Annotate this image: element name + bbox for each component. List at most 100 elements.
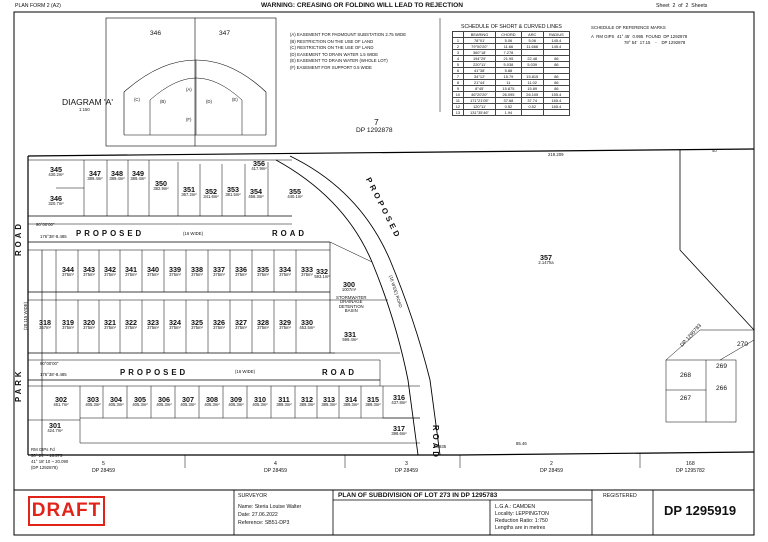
lot-area: 375m² bbox=[104, 325, 116, 331]
diagram-label-f: (F) bbox=[186, 117, 192, 122]
lot-number: 342 bbox=[104, 265, 116, 274]
road-1-road: ROAD bbox=[272, 229, 307, 238]
schedule-title: SCHEDULE OF SHORT & CURVED LINES bbox=[461, 24, 562, 30]
road-left-label: ROAD bbox=[14, 221, 23, 256]
diagram-label-b: (B) bbox=[160, 99, 166, 104]
schedule-cell bbox=[520, 109, 544, 116]
lot-number: 343 bbox=[83, 265, 95, 274]
adjoining-lot-dp: DP 1295782 bbox=[676, 468, 705, 475]
lot-number: 305 bbox=[134, 395, 146, 404]
rm-note-1: RM GIPs Fd bbox=[31, 447, 55, 452]
east-lot-line-diag bbox=[679, 249, 755, 331]
lot-number: 349 bbox=[132, 169, 144, 178]
lot-number: 312 bbox=[301, 395, 313, 404]
adjoining-lot-number: 4 bbox=[274, 461, 277, 467]
adjoining-lot-dp: DP 28459 bbox=[395, 468, 418, 475]
bearing-road-1: 90°00'00" bbox=[36, 222, 55, 227]
lot-area: 375m² bbox=[257, 325, 269, 331]
reference-mark-row-1: A RM GIPS 41° 45' 0.995 FOUND DP 1292878 bbox=[591, 34, 688, 39]
lot-number: 339 bbox=[169, 265, 181, 274]
adjoining-lot-dp: DP 28459 bbox=[264, 468, 287, 475]
bottom-boundary-line-east bbox=[459, 451, 755, 456]
lot-number: 328 bbox=[257, 318, 269, 327]
lot-number: 314 bbox=[345, 395, 357, 404]
lot-number: 340 bbox=[147, 265, 159, 274]
lot-area: 405.3m² bbox=[228, 402, 244, 408]
surveyor-name: Name: Steria Louise Walter bbox=[238, 504, 302, 510]
lot-number: 344 bbox=[62, 265, 74, 274]
bearing-road-2b: 176°38'-8.485 bbox=[40, 372, 67, 377]
lot-area: 320.7m² bbox=[48, 201, 64, 207]
lot-270: 270 bbox=[737, 341, 749, 348]
lot-area: 375m² bbox=[301, 272, 313, 278]
easement-notes: (A) EASEMENT FOR PADMOUNT SUBSTATION 2.7… bbox=[290, 32, 407, 70]
dim-85: 85.46 bbox=[516, 441, 527, 446]
lot-area: 375m² bbox=[191, 272, 203, 278]
park-road-park: PARK bbox=[14, 368, 23, 402]
lot-number: 318 bbox=[39, 318, 51, 327]
lot-area: 375m² bbox=[279, 272, 291, 278]
lot-number: 355 bbox=[289, 187, 301, 196]
lot-number: 350 bbox=[155, 179, 167, 188]
locality: Locality: LEPPINGTON bbox=[495, 511, 549, 517]
lot-number: 309 bbox=[230, 395, 242, 404]
lot-number: 310 bbox=[254, 395, 266, 404]
adjoining-lot-dp: DP 28459 bbox=[540, 468, 563, 475]
diagram-a-box bbox=[105, 17, 277, 147]
lot-area: 375m² bbox=[125, 272, 137, 278]
lot-area: 375m² bbox=[83, 272, 95, 278]
lot-area: 458.3m² bbox=[248, 194, 264, 200]
diagram-label-c: (C) bbox=[134, 97, 140, 102]
lot-number: 335 bbox=[257, 265, 269, 274]
diagram-label-e: (E) bbox=[232, 97, 238, 102]
lot-area: 375m² bbox=[125, 325, 137, 331]
lot-area: 405.3m² bbox=[132, 402, 148, 408]
title-block-border bbox=[13, 489, 755, 536]
adjoining-lot-number: 5 bbox=[102, 461, 105, 467]
lot-area: 405.3m² bbox=[180, 402, 196, 408]
stormwater-basin-label: STORMWATER DRAINAGE DETENTION BASIN bbox=[336, 295, 367, 313]
lot-area: 389.4m² bbox=[109, 176, 125, 182]
lot-area: 405.3m² bbox=[85, 402, 101, 408]
dp-number: DP 1295919 bbox=[664, 503, 737, 518]
surveyor-label: SURVEYOR bbox=[238, 493, 268, 499]
dim-219: 219.209 bbox=[548, 152, 564, 157]
lot-number: 315 bbox=[367, 395, 379, 404]
lot-area: 375m² bbox=[191, 325, 203, 331]
lot-number: 303 bbox=[87, 395, 99, 404]
easement-a: (A) EASEMENT FOR PADMOUNT SUBSTATION 2.7… bbox=[290, 32, 407, 37]
lot-number: 356 bbox=[253, 159, 265, 168]
lot-area: 389.3m² bbox=[299, 402, 315, 408]
easement-b: (B) RESTRICTION ON THE USE OF LAND bbox=[290, 38, 374, 44]
rm-note-4: (DP 1292878) bbox=[31, 465, 58, 470]
